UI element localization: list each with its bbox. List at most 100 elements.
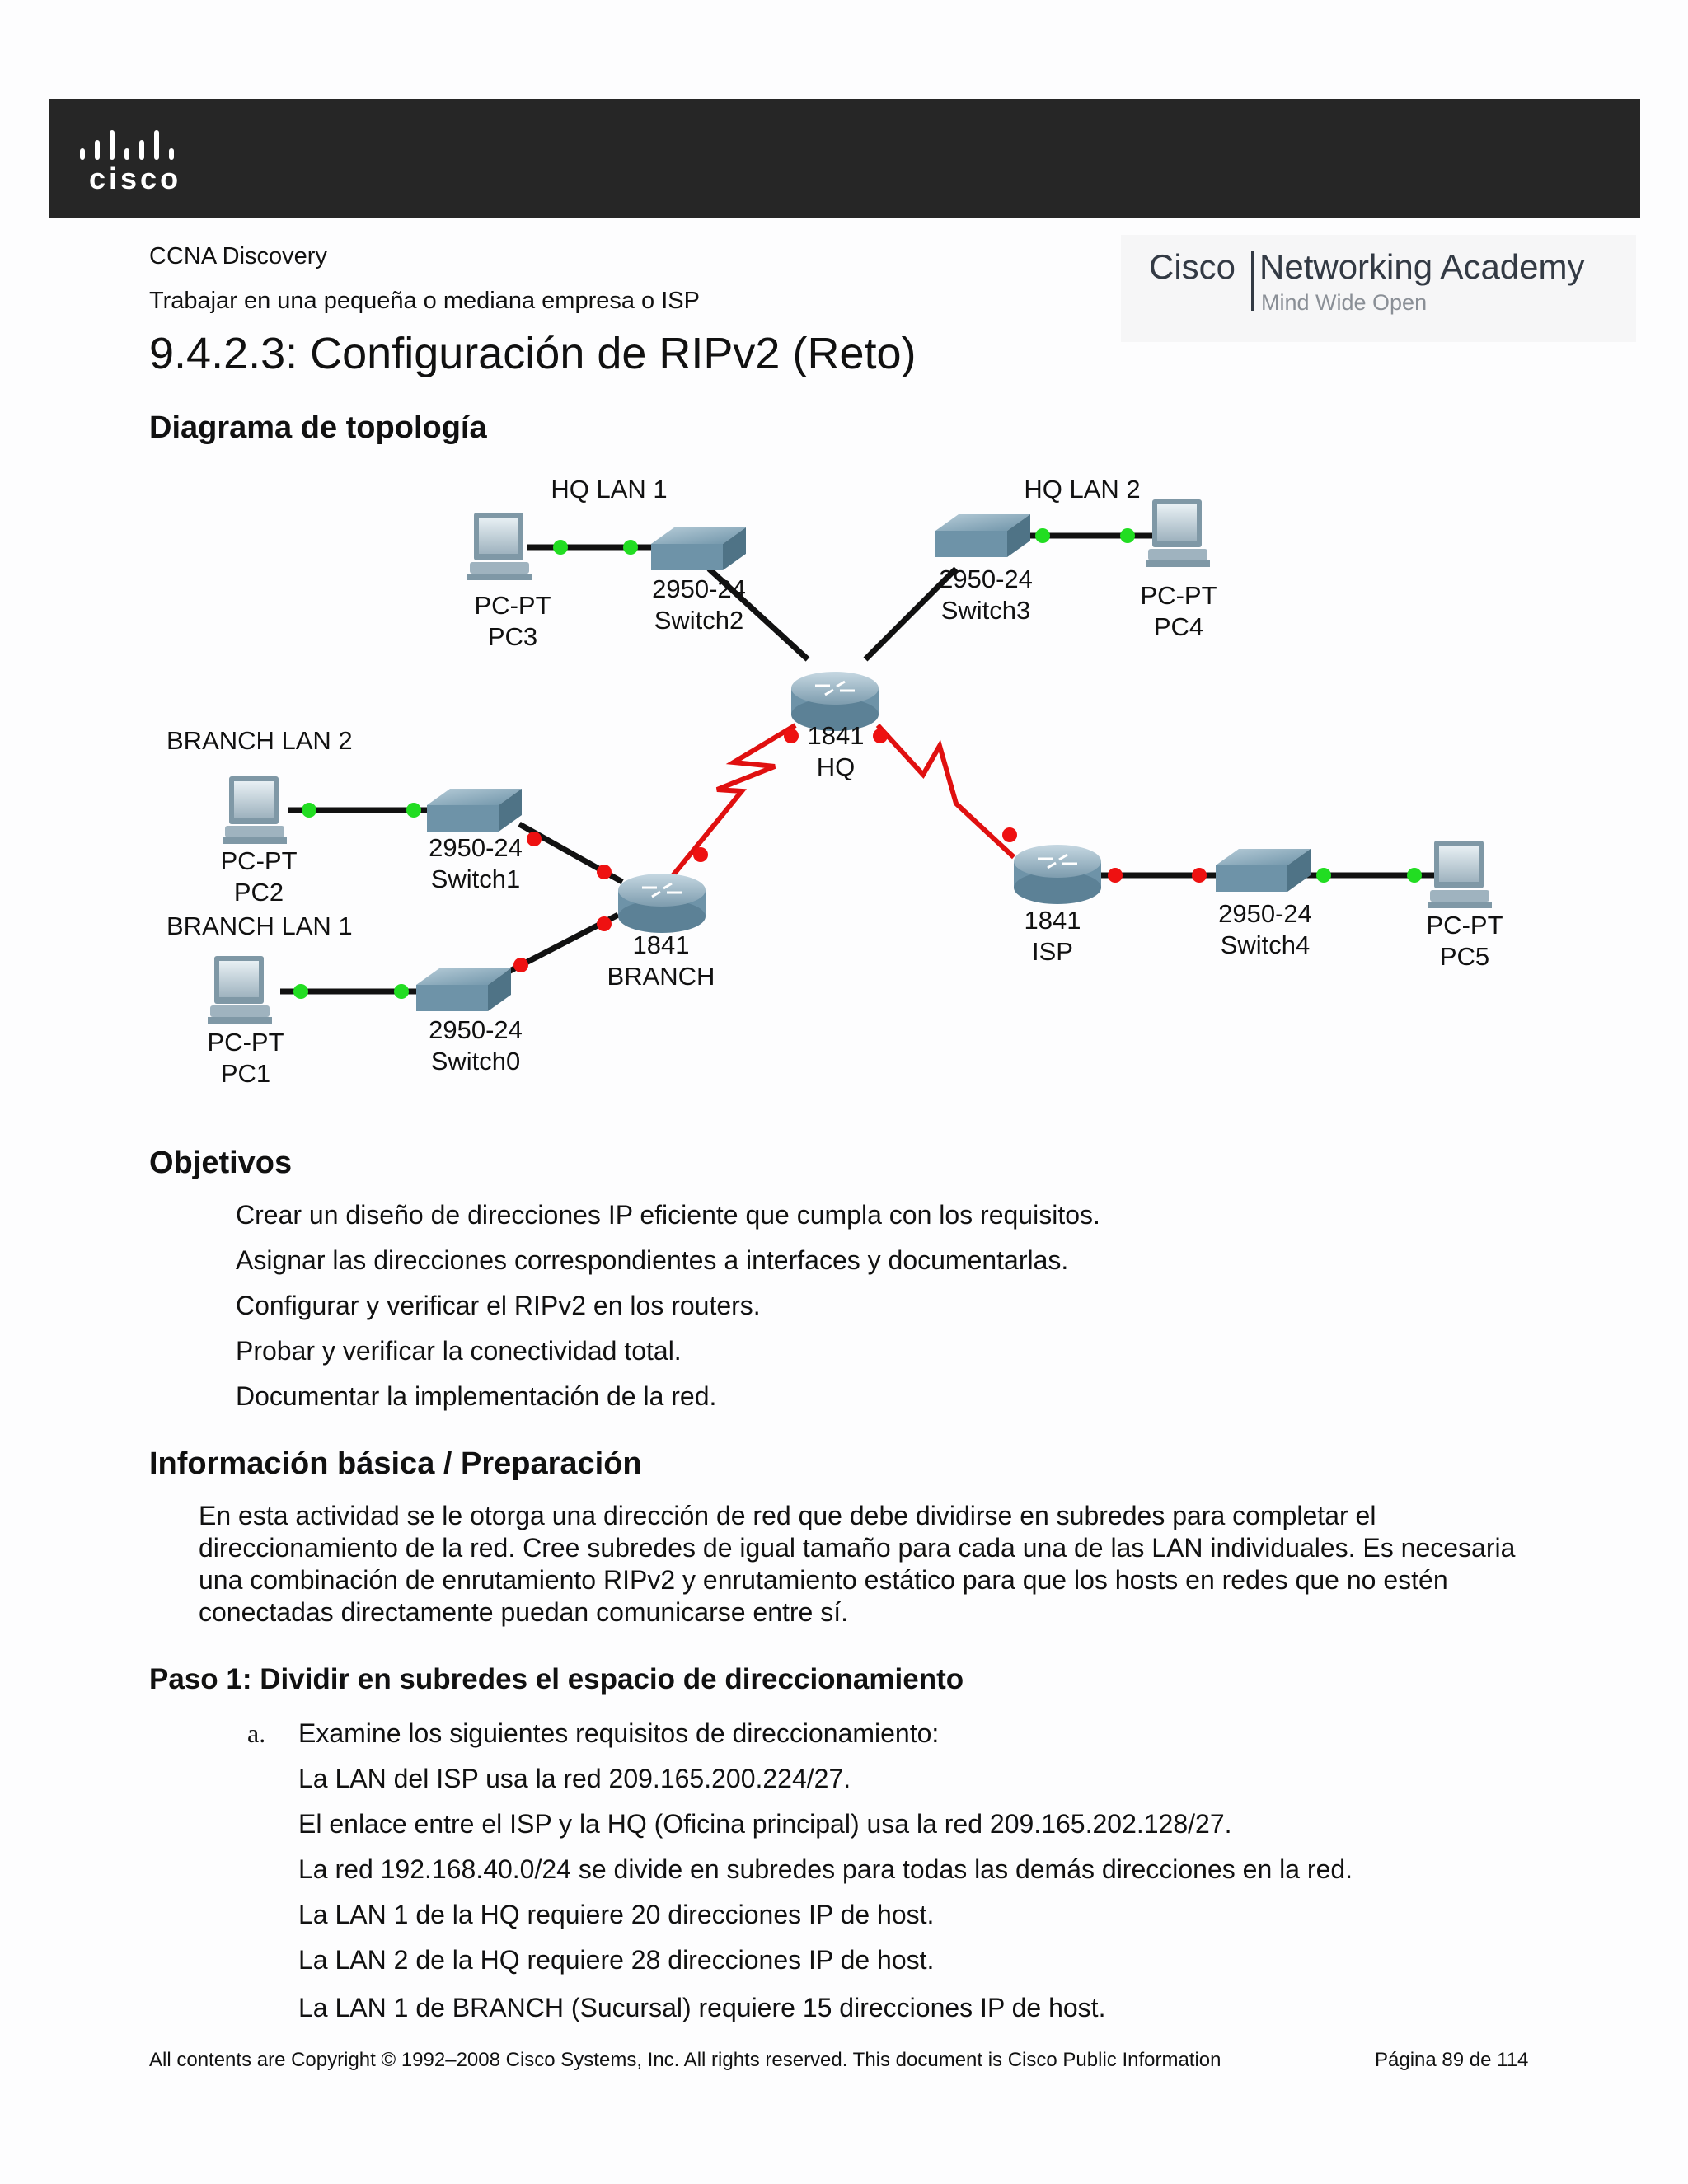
step1-item-marker: a. [247, 1718, 266, 1748]
link-down-dot [784, 729, 799, 743]
objective-item: Configurar y verificar el RIPv2 en los r… [236, 1291, 761, 1320]
switch1-model: 2950-24 [429, 833, 523, 862]
link-up-dot [394, 984, 409, 999]
switch4-name: Switch4 [1221, 930, 1311, 959]
pc2-name: PC2 [234, 878, 284, 907]
branch-model: 1841 [633, 930, 690, 959]
pc4-model: PC-PT [1141, 581, 1217, 610]
link-up-dot [553, 540, 568, 555]
router-hq-icon [791, 672, 879, 731]
pc2-icon [223, 776, 287, 844]
switch2-icon [651, 527, 746, 570]
objective-item: Probar y verificar la conectividad total… [236, 1336, 682, 1366]
label-branch-lan2: BRANCH LAN 2 [166, 726, 353, 755]
link-down-dot [873, 729, 888, 743]
link-up-dot [1316, 868, 1331, 883]
link-down-dot [1192, 868, 1207, 883]
course-subtitle: Trabajar en una pequeña o mediana empres… [149, 288, 700, 314]
academy-logo-tagline: Mind Wide Open [1261, 290, 1428, 315]
link-down-dot [597, 865, 612, 879]
page-title: 9.4.2.3: Configuración de RIPv2 (Reto) [149, 329, 917, 378]
footer-copyright: All contents are Copyright © 1992–2008 C… [149, 2049, 1221, 2071]
link-up-dot [1407, 868, 1422, 883]
link-up-dot [302, 803, 316, 818]
label-hq-lan1: HQ LAN 1 [551, 475, 667, 504]
objective-item: Asignar las direcciones correspondientes… [236, 1245, 1069, 1275]
pc5-name: PC5 [1440, 942, 1489, 971]
link-down-dot [1108, 868, 1123, 883]
pc2-model: PC-PT [221, 846, 298, 875]
serial-hq-isp [875, 723, 1016, 860]
networking-academy-logo [1121, 235, 1636, 342]
label-branch-lan1: BRANCH LAN 1 [166, 912, 353, 940]
link-up-dot [623, 540, 638, 555]
background-heading: Información básica / Preparación [149, 1446, 642, 1481]
pc1-name: PC1 [221, 1059, 270, 1088]
link-up-dot [406, 803, 421, 818]
switch0-model: 2950-24 [429, 1015, 523, 1044]
link-down-dot [527, 832, 542, 846]
requirement-item: La LAN del ISP usa la red 209.165.200.22… [298, 1764, 851, 1793]
pc1-model: PC-PT [208, 1028, 284, 1057]
background-paragraph: En esta actividad se le otorga una direc… [199, 1501, 1516, 1627]
pc3-name: PC3 [488, 622, 537, 651]
academy-logo-name: Networking Academy [1259, 247, 1585, 286]
academy-logo-cisco: Cisco [1149, 247, 1236, 286]
pc1-icon [208, 956, 272, 1024]
switch4-icon [1216, 849, 1311, 892]
topology-heading: Diagrama de topología [149, 410, 487, 445]
switch3-icon [935, 514, 1030, 557]
link-down-dot [1002, 827, 1017, 842]
pc3-icon [467, 513, 532, 580]
switch2-model: 2950-24 [652, 574, 746, 603]
requirement-item: La red 192.168.40.0/24 se divide en subr… [298, 1854, 1353, 1884]
objective-item: Crear un diseño de direcciones IP eficie… [236, 1200, 1100, 1230]
hq-model: 1841 [808, 721, 865, 750]
requirement-item: La LAN 2 de la HQ requiere 28 direccione… [298, 1945, 935, 1975]
switch2-name: Switch2 [654, 606, 744, 635]
router-isp-icon [1014, 845, 1101, 904]
label-hq-lan2: HQ LAN 2 [1024, 475, 1140, 504]
cisco-logo-text: cisco [89, 162, 182, 195]
requirement-item: La LAN 1 de BRANCH (Sucursal) requiere 1… [298, 1993, 1106, 2022]
link-up-dot [1035, 528, 1050, 543]
pc3-model: PC-PT [475, 591, 551, 620]
requirement-item: La LAN 1 de la HQ requiere 20 direccione… [298, 1900, 935, 1929]
link-down-dot [597, 916, 612, 931]
objectives-heading: Objetivos [149, 1146, 293, 1180]
isp-model: 1841 [1025, 906, 1081, 935]
pc5-model: PC-PT [1427, 911, 1503, 940]
cisco-bars-icon [80, 130, 174, 160]
switch4-model: 2950-24 [1218, 899, 1312, 928]
link-switch2-hq [706, 566, 810, 662]
link-down-dot [693, 847, 708, 862]
objective-item: Documentar la implementación de la red. [236, 1381, 717, 1411]
branch-name: BRANCH [607, 962, 715, 991]
switch3-model: 2950-24 [939, 565, 1033, 593]
switch3-name: Switch3 [941, 596, 1031, 625]
link-up-dot [293, 984, 308, 999]
link-status-dots [293, 528, 1422, 999]
step1-heading: Paso 1: Dividir en subredes el espacio d… [149, 1663, 964, 1695]
switch0-icon [416, 968, 511, 1011]
hq-name: HQ [817, 752, 856, 781]
footer-page-number: Página 89 de 114 [1375, 2049, 1529, 2071]
switch1-name: Switch1 [431, 865, 521, 893]
switch1-icon [427, 789, 522, 832]
pc4-icon [1146, 499, 1210, 567]
serial-links [665, 723, 1016, 883]
cisco-banner [49, 99, 1640, 218]
academy-logo-divider [1251, 251, 1254, 311]
isp-name: ISP [1032, 937, 1073, 966]
link-down-dot [513, 958, 528, 972]
pc5-icon [1428, 841, 1492, 908]
router-branch-icon [618, 874, 706, 933]
pc4-name: PC4 [1154, 612, 1203, 641]
requirement-item: El enlace entre el ISP y la HQ (Oficina … [298, 1809, 1232, 1839]
course-name: CCNA Discovery [149, 243, 327, 269]
switch0-name: Switch0 [431, 1047, 521, 1076]
link-up-dot [1120, 528, 1135, 543]
step1-intro: Examine los siguientes requisitos de dir… [298, 1718, 940, 1748]
